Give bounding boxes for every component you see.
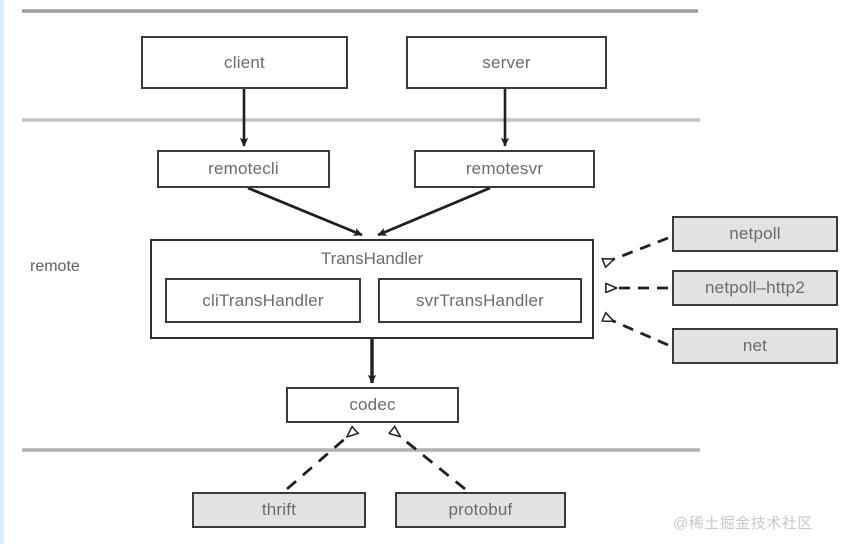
node-clitranshandler[interactable]: cliTransHandler (165, 278, 361, 323)
node-server[interactable]: server (406, 36, 607, 89)
group-transhandler-title: TransHandler (320, 249, 424, 268)
edge-netpoll-transhandler (604, 236, 669, 263)
layer-label-remote: remote (30, 258, 80, 275)
left-edge-strip (0, 0, 4, 544)
watermark-label: @稀土掘金技术社区 (673, 515, 813, 532)
node-codec[interactable]: codec (286, 387, 459, 423)
node-client[interactable]: client (141, 36, 348, 89)
node-remotesvr[interactable]: remotesvr (414, 150, 595, 188)
edge-thrift-codec (286, 430, 355, 491)
node-net[interactable]: net (672, 328, 838, 364)
edge-remotesvr-transhandler (377, 186, 491, 237)
node-netpoll-http2[interactable]: netpoll–http2 (672, 270, 838, 306)
node-svrtranshandler[interactable]: svrTransHandler (378, 278, 582, 323)
edge-net-transhandler (604, 317, 669, 347)
node-protobuf[interactable]: protobuf (395, 492, 566, 528)
node-thrift[interactable]: thrift (192, 492, 366, 528)
node-remotecli[interactable]: remotecli (157, 150, 330, 188)
edge-protobuf-codec (392, 430, 466, 491)
node-netpoll[interactable]: netpoll (672, 216, 838, 252)
edge-remotecli-transhandler (247, 186, 363, 237)
